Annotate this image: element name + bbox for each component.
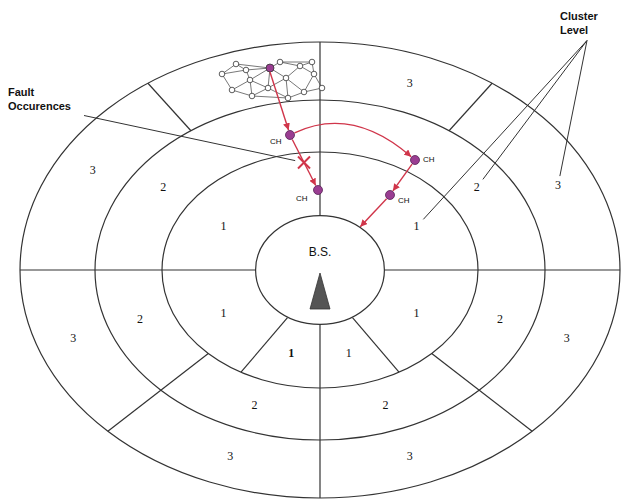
antenna-symbol	[310, 273, 330, 309]
cluster-level-number: 1	[414, 219, 420, 234]
network-link	[286, 78, 304, 92]
cluster-head-dot	[314, 186, 323, 195]
cluster-level-number: 1	[220, 219, 226, 234]
sensor-node	[301, 89, 307, 95]
cluster-head-label: CH	[398, 196, 410, 205]
sector-line	[319, 325, 320, 498]
sensor-node	[319, 85, 325, 91]
cluster-head-dot	[285, 130, 295, 140]
sensor-node	[247, 77, 253, 83]
sensor-node	[283, 75, 289, 81]
sensor-node	[243, 67, 249, 73]
cluster-head-label: CH	[270, 137, 282, 146]
leader-line	[483, 41, 587, 180]
sensor-node	[309, 59, 315, 65]
cluster-level-number: 2	[474, 180, 480, 195]
cluster-head-label: CH	[296, 194, 308, 203]
network-link	[222, 70, 246, 74]
cluster-head-dot	[386, 191, 395, 200]
cluster-head-dot	[411, 156, 420, 165]
sensor-node	[233, 61, 239, 67]
sector-line	[432, 353, 532, 431]
sensor-node	[265, 85, 271, 91]
sector-line	[20, 269, 255, 270]
sensor-node	[311, 71, 317, 77]
cluster-level-number: 3	[407, 76, 413, 91]
data-route-arrow	[360, 199, 386, 227]
sensor-node	[285, 95, 291, 101]
cluster-head-dot	[385, 190, 395, 200]
base-station-ring	[256, 216, 385, 325]
cluster-level-number: 3	[555, 178, 561, 193]
callout-label: Fault Occurences	[8, 86, 88, 114]
sensor-node	[249, 93, 255, 99]
cluster-head: CH	[385, 190, 395, 200]
cluster-level-number: 3	[70, 331, 76, 346]
callout-label: Cluster Level	[560, 10, 622, 38]
cluster-level-number: 2	[252, 398, 258, 413]
fault-mark	[298, 157, 310, 169]
cluster-head: CH	[285, 130, 295, 140]
cluster-level-number: 3	[564, 331, 570, 346]
cluster-head-dot	[410, 155, 420, 165]
data-route-arrow	[292, 139, 315, 185]
base-station: B.S.	[255, 215, 385, 325]
cluster-level-number: 2	[497, 312, 503, 327]
data-route-arrow	[393, 164, 412, 191]
sensor-node	[266, 64, 274, 72]
sensor-node	[219, 71, 225, 77]
sector-line	[449, 83, 492, 131]
cluster-level-number: 1	[220, 306, 226, 321]
cluster-level-number: 1	[414, 306, 420, 321]
network-uplink	[270, 72, 289, 130]
sector-line	[241, 318, 288, 373]
sector-line	[148, 83, 191, 131]
cluster-level-number: 2	[137, 312, 143, 327]
ring-lines	[20, 42, 620, 498]
cluster-head-dot	[286, 131, 295, 140]
cluster-head-dot	[313, 185, 323, 195]
base-station-label: B.S.	[309, 245, 332, 259]
sensor-node	[229, 87, 235, 93]
cluster-level-number: 3	[227, 449, 233, 464]
leader-line	[423, 41, 587, 220]
cluster-head: CH	[410, 155, 420, 165]
cluster-head: CH	[313, 185, 323, 195]
cluster-level-number: 1	[288, 346, 294, 361]
connectors	[270, 72, 412, 227]
sensor-node	[297, 63, 303, 69]
cluster-level-number: 1	[346, 346, 352, 361]
sensor-node	[277, 59, 283, 65]
network-link	[280, 62, 312, 63]
leader-line	[560, 41, 587, 177]
cluster-head-label: CH	[423, 155, 435, 164]
network-link	[252, 96, 288, 98]
base-station-outline	[255, 215, 385, 325]
sector-line	[108, 353, 208, 431]
fault-mark	[298, 157, 310, 169]
sector-line	[353, 318, 400, 373]
cluster-level-number: 2	[382, 398, 388, 413]
leader-lines	[84, 41, 587, 220]
cluster-level-number: 2	[160, 180, 166, 195]
data-route-arrow	[295, 123, 412, 156]
cluster-level-number: 3	[407, 449, 413, 464]
sector-line	[385, 269, 620, 270]
cluster-level-number: 3	[90, 163, 96, 178]
leader-line	[84, 116, 295, 161]
cluster-ring	[20, 42, 620, 498]
